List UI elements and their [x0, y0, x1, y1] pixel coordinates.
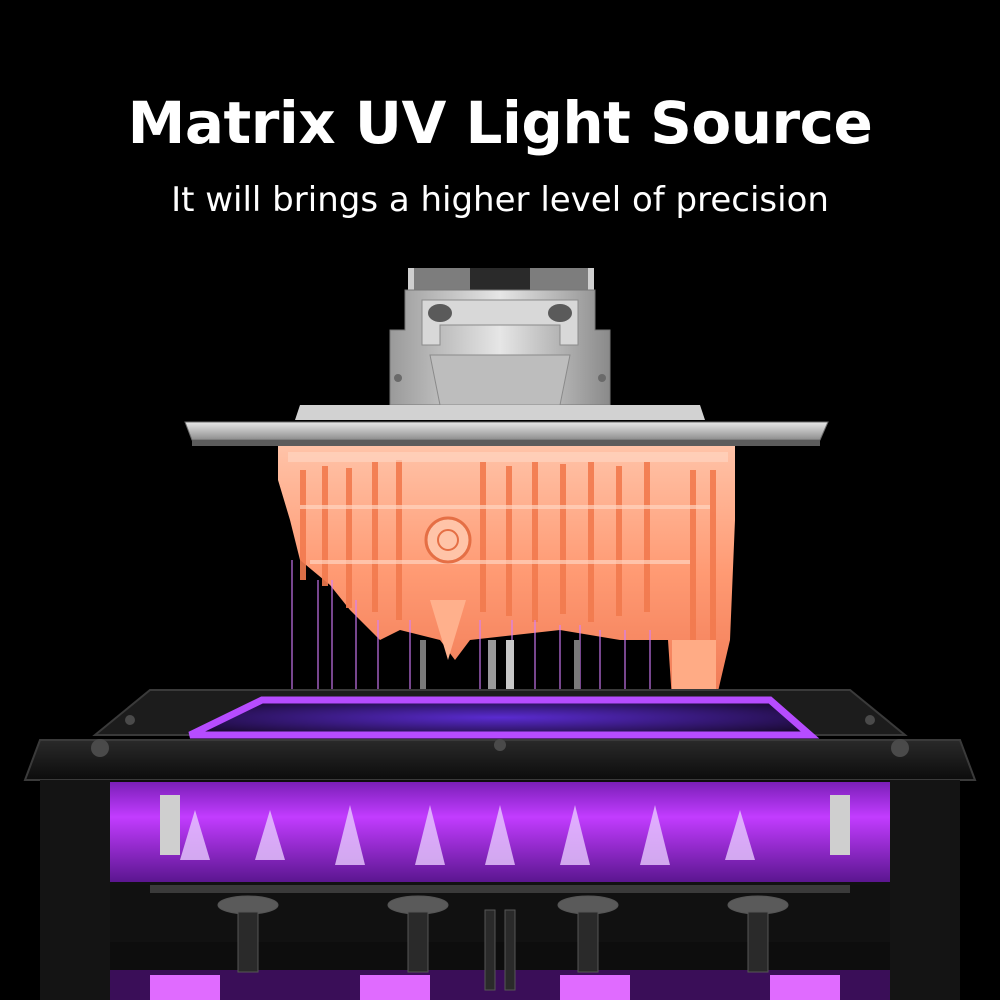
- guide-rods: [420, 640, 580, 730]
- resin-vat-icon: [23, 689, 977, 781]
- build-plate-bracket-icon: [295, 289, 705, 420]
- headline-title: Matrix UV Light Source: [127, 89, 873, 157]
- printed-model-icon: [278, 446, 735, 700]
- uv-led-matrix-icon: [40, 780, 960, 1000]
- headline-subtitle: It will brings a higher level of precisi…: [171, 180, 829, 220]
- build-plate-icon: [184, 421, 829, 446]
- z-axis-rail: [408, 268, 594, 308]
